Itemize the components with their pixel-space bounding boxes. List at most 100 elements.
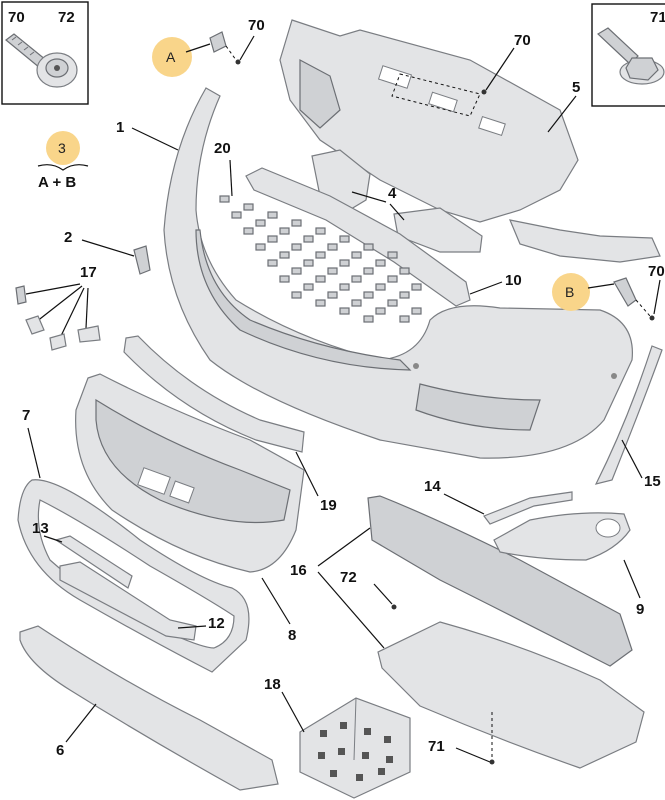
part-14-trim-strip: 14: [424, 478, 573, 525]
screw-icon: [391, 604, 397, 610]
clip-piece: [327, 291, 338, 299]
kit-clip: [384, 736, 391, 743]
clip-piece: [267, 211, 278, 219]
clip-piece: [303, 283, 314, 291]
part-18-clip-kit: 18: [264, 676, 411, 799]
inset-box-screw-70-72: 70 72: [1, 1, 89, 105]
label-19: 19: [320, 497, 337, 514]
clip-piece: [255, 243, 266, 251]
label-4: 4: [388, 185, 397, 202]
label-1: 1: [116, 119, 124, 136]
inset-box-bolt-71: 71: [591, 3, 665, 107]
kit-clip: [318, 752, 325, 759]
clip-piece: [291, 243, 302, 251]
screw-icon: [649, 315, 655, 321]
screw-icon: [5, 33, 78, 88]
clip-piece: [339, 235, 350, 243]
label-12: 12: [208, 615, 225, 632]
legend-a-plus-b: A + B: [38, 174, 76, 191]
kit-clip: [378, 768, 385, 775]
clip-piece: [411, 307, 422, 315]
kit-clip: [330, 770, 337, 777]
label-16: 16: [290, 562, 307, 579]
clip-piece: [243, 227, 254, 235]
label-70-5: 70: [514, 32, 531, 49]
label-10: 10: [505, 272, 522, 289]
part-19-trim: 19: [123, 335, 337, 514]
badge-3: 3 A + B: [37, 131, 89, 191]
clip-piece: [363, 243, 374, 251]
clip-piece: [363, 267, 374, 275]
clip-piece: [279, 275, 290, 283]
label-70-inset: 70: [8, 9, 25, 26]
clip-piece: [291, 291, 302, 299]
clip-piece: [387, 251, 398, 259]
label-15: 15: [644, 473, 661, 490]
label-71-inset: 71: [650, 9, 665, 26]
clip-piece: [339, 307, 350, 315]
label-70-b: 70: [648, 263, 665, 280]
clip-piece: [267, 259, 278, 267]
label-72: 72: [340, 569, 357, 586]
clip-piece: [387, 299, 398, 307]
clip-piece: [351, 251, 362, 259]
label-9: 9: [636, 601, 644, 618]
label-18: 18: [264, 676, 281, 693]
badge-b: B 70: [552, 263, 665, 321]
part-20-clips: 20: [214, 140, 422, 323]
screw-icon: [235, 59, 241, 65]
clip-piece: [315, 275, 326, 283]
clip-piece: [291, 267, 302, 275]
clip-piece: [291, 219, 302, 227]
part-6-lower-lip: 6: [19, 625, 279, 791]
kit-clip: [364, 728, 371, 735]
label-71: 71: [428, 738, 445, 755]
label-6: 6: [56, 742, 64, 759]
part-5-upper-absorber: 70 5: [279, 19, 661, 263]
clip-piece: [243, 203, 254, 211]
label-70-a: 70: [248, 17, 265, 34]
kit-clip: [320, 730, 327, 737]
part-13-strip: 13: [32, 520, 133, 589]
clip-piece: [327, 267, 338, 275]
clip-piece: [315, 299, 326, 307]
clip-piece: [279, 251, 290, 259]
clip-piece: [339, 283, 350, 291]
label-7: 7: [22, 407, 30, 424]
clip-piece: [375, 307, 386, 315]
clip-piece: [411, 283, 422, 291]
clip-piece: [231, 211, 242, 219]
clip-piece: [399, 315, 410, 323]
clip-piece: [303, 259, 314, 267]
clip-piece: [279, 227, 290, 235]
clip-piece: [327, 243, 338, 251]
part-10-beam: 10: [245, 167, 522, 307]
label-2: 2: [64, 229, 72, 246]
clip-piece: [351, 299, 362, 307]
label-72-inset: 72: [58, 9, 75, 26]
clip-piece: [363, 315, 374, 323]
svg-text:B: B: [565, 284, 574, 300]
clip-piece: [375, 283, 386, 291]
kit-clip: [338, 748, 345, 755]
clip-piece: [255, 219, 266, 227]
clip-piece: [315, 227, 326, 235]
clip-piece: [351, 275, 362, 283]
badge-a: A 70: [152, 17, 265, 77]
label-13: 13: [32, 520, 49, 537]
svg-text:3: 3: [58, 140, 66, 156]
washer-screw-icon: [597, 27, 665, 85]
clip-piece: [303, 235, 314, 243]
label-17: 17: [80, 264, 97, 281]
part-2-bracket: 2: [64, 229, 151, 275]
label-20: 20: [214, 140, 231, 157]
part-15-side-strip: 15: [594, 345, 663, 490]
part-16-deflectors: 16 72: [290, 495, 645, 769]
label-8: 8: [288, 627, 296, 644]
clip-piece: [315, 251, 326, 259]
label-14: 14: [424, 478, 441, 495]
kit-clip: [340, 722, 347, 729]
part-8-grille: 8: [75, 373, 305, 644]
clip-piece: [375, 259, 386, 267]
screw-icon: [489, 759, 495, 765]
